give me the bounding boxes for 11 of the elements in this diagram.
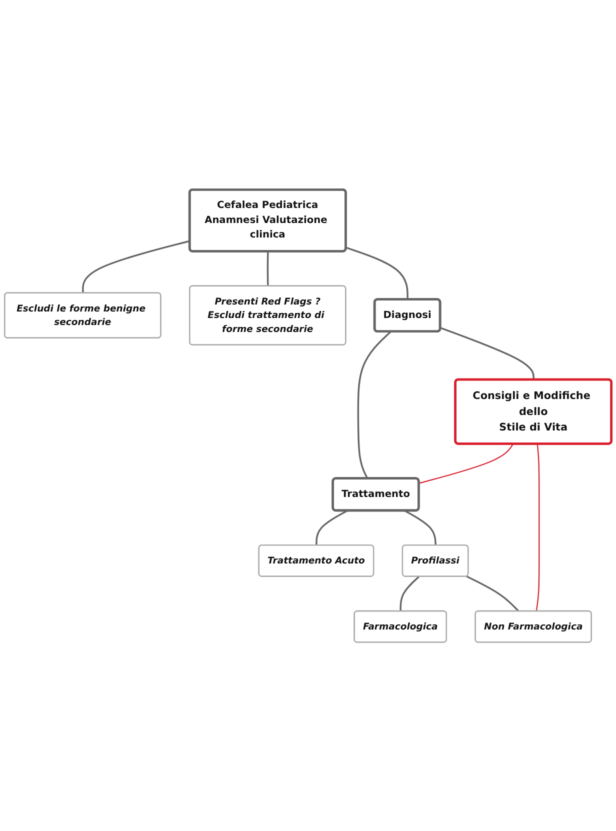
connector: [316, 510, 348, 545]
connector: [346, 246, 408, 300]
connector: [404, 510, 436, 545]
connector: [418, 443, 514, 484]
connector: [400, 576, 420, 611]
connector: [466, 575, 520, 612]
connector: [357, 330, 392, 479]
connector: [536, 443, 540, 611]
connector: [440, 326, 534, 380]
connector: [266, 251, 269, 286]
connector: [82, 240, 190, 293]
